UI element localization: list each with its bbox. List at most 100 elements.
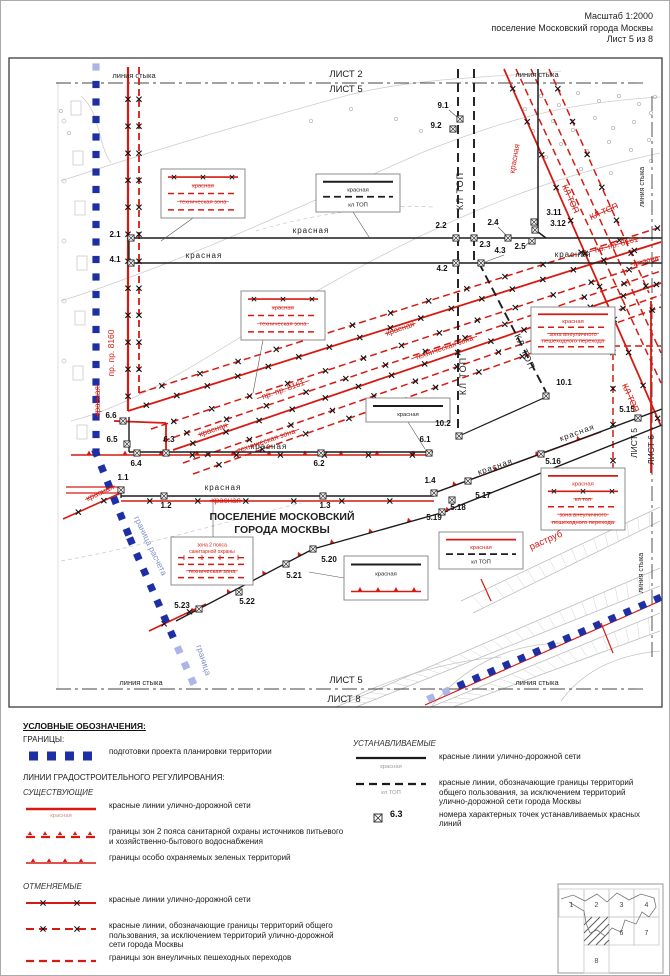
map-label: линия стыка <box>119 678 163 687</box>
point-number: 3.12 <box>550 219 566 228</box>
svg-text:ЛИСТ 6: ЛИСТ 6 <box>646 435 656 465</box>
point-marker: 1.3 <box>319 492 331 510</box>
svg-text:кл топ: кл топ <box>575 497 592 503</box>
point-marker: 2.5 <box>514 237 536 251</box>
point-marker: 5.16 <box>537 450 561 466</box>
map-black-lines-layer <box>120 69 663 622</box>
legend-item-text: границы зон 2 пояса санитарной охраны ис… <box>109 827 344 846</box>
sheet-index-number: 3 <box>620 902 624 909</box>
map-label: граница расчета <box>132 514 170 577</box>
svg-text:красная: красная <box>397 412 418 418</box>
point-marker: 3.12 <box>531 219 566 234</box>
point-marker: 1.2 <box>160 492 172 510</box>
point-number: 2.4 <box>487 218 499 227</box>
svg-text:красная: красная <box>205 483 242 492</box>
callout-box: красная <box>365 397 451 423</box>
map-label: красная <box>251 442 287 451</box>
point-marker: 6.5 <box>106 435 131 448</box>
point-number: 5.23 <box>174 601 190 610</box>
point-number: 4.1 <box>109 255 121 264</box>
point-marker: 5.20 <box>309 545 337 564</box>
map-label: техзона <box>630 253 660 268</box>
point-number: 3.11 <box>546 208 562 217</box>
point-marker: 2.1 <box>109 230 135 242</box>
map-sheet-number: Лист 5 из 8 <box>606 34 653 45</box>
svg-text:граница: граница <box>194 644 213 677</box>
legend-item-text: подготовки проекта планировки территории <box>109 747 272 756</box>
point-number: 4.2 <box>436 264 448 273</box>
red-x-solid-symbol <box>26 900 96 906</box>
map-label: техническая зона <box>411 333 478 362</box>
map-label: красная <box>209 496 243 505</box>
point-number: 6.5 <box>106 435 118 444</box>
svg-text:граница расчета: граница расчета <box>132 514 170 577</box>
svg-text:пр. пр. 8160: пр. пр. 8160 <box>106 329 116 376</box>
svg-text:кл ТОП: кл ТОП <box>348 202 368 208</box>
legend-item-text: красные линии, обозначающие границы терр… <box>439 778 634 807</box>
legend-symbol <box>23 747 109 770</box>
map-points-layer: 9.19.22.14.12.22.32.42.53.113.124.24.310… <box>105 101 642 613</box>
svg-text:КЛ ТОП: КЛ ТОП <box>455 172 465 210</box>
svg-text:техническая зона: техническая зона <box>188 569 236 575</box>
legend-point-item: 6.3 номера характерных точек устанавлива… <box>353 809 655 829</box>
point-number: 2.3 <box>479 240 491 249</box>
point-marker: 2.4 <box>487 218 512 242</box>
point-number: 10.1 <box>556 378 572 387</box>
legend-lines-label: ЛИНИИ ГРАДОСТРОИТЕЛЬНОГО РЕГУЛИРОВАНИЯ: <box>23 773 225 782</box>
map-label: линия стыка <box>639 167 646 207</box>
svg-text:красная: красная <box>476 456 514 476</box>
point-number: 5.21 <box>286 571 302 580</box>
map-frame <box>8 57 663 708</box>
map-boundary-layer <box>91 63 663 703</box>
svg-text:красная: красная <box>380 764 401 770</box>
map-label: красная <box>384 320 416 338</box>
svg-text:ЛИСТ 2: ЛИСТ 2 <box>329 69 362 80</box>
legend-item: границы зон внеуличных пешеходных перехо… <box>23 952 347 975</box>
point-number: 6.3 <box>163 435 175 444</box>
legend-cancelled-title: ОТМЕНЯЕМЫЕ <box>23 882 82 891</box>
point-number: 2.5 <box>514 242 526 251</box>
svg-text:зона внеуличного: зона внеуличного <box>559 512 606 518</box>
legend-symbol: кл ТОП <box>353 778 439 801</box>
point-marker: 5.18 <box>448 496 466 512</box>
legend-borders-label: ГРАНИЦЫ: <box>23 735 65 744</box>
svg-text:ГОРОДА МОСКВЫ: ГОРОДА МОСКВЫ <box>234 524 330 536</box>
point-number: 1.4 <box>424 476 436 485</box>
legend-symbol <box>23 827 109 850</box>
map-label: красная <box>205 483 242 492</box>
point-number: 6.1 <box>419 435 431 444</box>
map-label: красная <box>186 251 222 260</box>
sheet-index-number: 6 <box>620 930 624 937</box>
svg-text:техническая зона: техническая зона <box>179 200 227 206</box>
map-label: ЛИСТ 5 <box>629 428 639 458</box>
point-marker-icon <box>373 813 383 823</box>
map-label: ЛИСТ 8 <box>327 694 360 705</box>
point-marker: 6.6 <box>105 411 127 425</box>
point-marker: 9.1 <box>437 101 464 123</box>
svg-text:КЛ ТОП: КЛ ТОП <box>458 357 468 395</box>
legend-item-text: границы зон внеуличных пешеходных перехо… <box>109 952 292 962</box>
point-marker: 5.23 <box>174 601 203 613</box>
sheet-index-number: 8 <box>595 958 599 965</box>
map-label: граница <box>194 644 213 677</box>
point-number: 4.3 <box>494 246 506 255</box>
svg-text:линия стыка: линия стыка <box>639 167 646 207</box>
point-number: 5.19 <box>426 513 442 522</box>
point-marker: 9.2 <box>430 121 457 133</box>
map-label: раструб <box>528 528 565 553</box>
svg-text:пешеходного перехода: пешеходного перехода <box>552 520 615 526</box>
svg-text:красная: красная <box>293 226 330 235</box>
point-number: 5.20 <box>321 555 337 564</box>
map-label: красная <box>293 226 330 235</box>
legend-title: УСЛОВНЫЕ ОБОЗНАЧЕНИЯ: <box>23 721 146 731</box>
legend-point-text: номера характерных точек устанавливаемых… <box>439 809 640 829</box>
point-number: 2.1 <box>109 230 121 239</box>
legend-symbol <box>23 953 109 975</box>
point-marker: 6.3 <box>162 435 175 457</box>
point-number: 1.3 <box>319 501 331 510</box>
